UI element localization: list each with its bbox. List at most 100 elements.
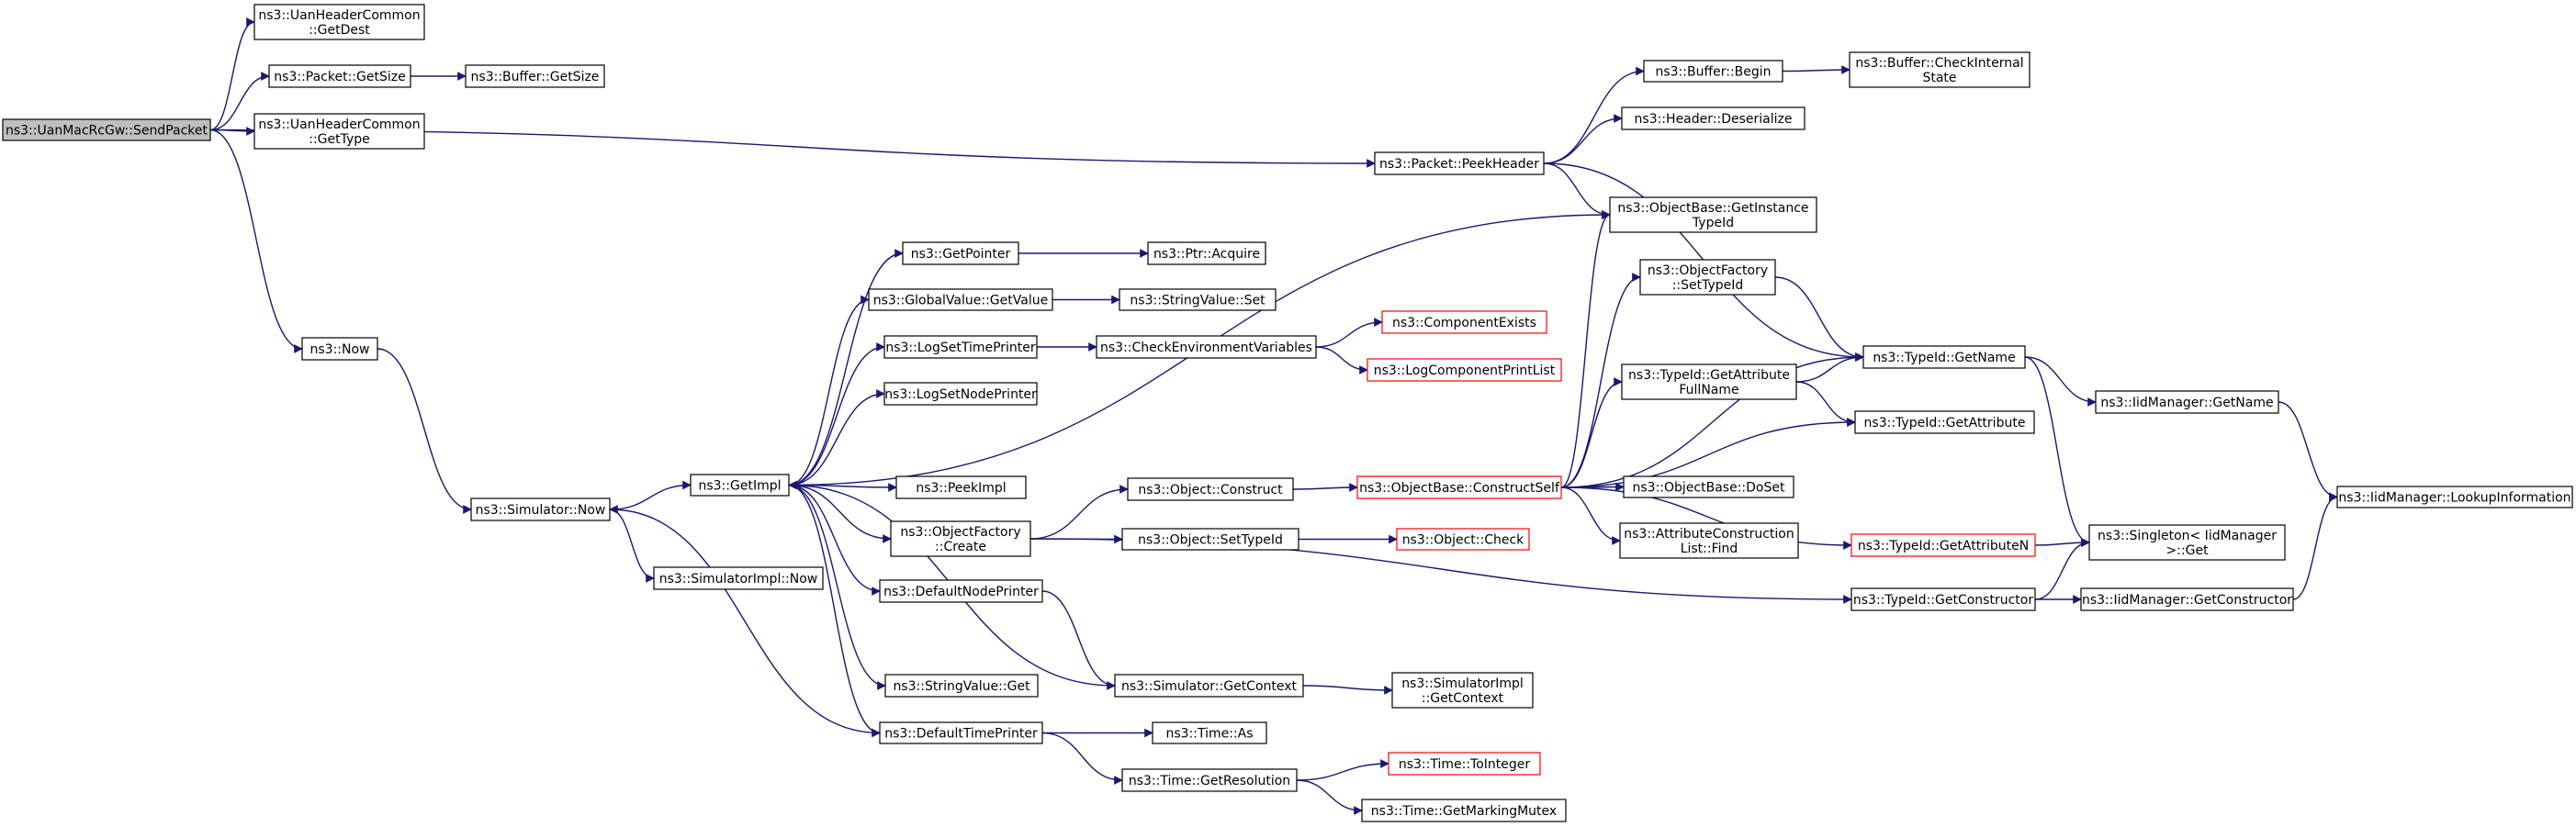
node-ptr-acquire[interactable]: ns3::Ptr::Acquire xyxy=(1147,241,1266,265)
node-label: ::GetDest xyxy=(309,23,370,38)
node-ob-doset[interactable]: ns3::ObjectBase::DoSet xyxy=(1623,475,1794,498)
edge-peekheader-to-buffer-begin xyxy=(1543,66,1645,164)
node-label: ns3::Simulator::Now xyxy=(476,503,606,518)
node-label: ns3::IidManager::GetConstructor xyxy=(2082,593,2292,608)
node-label: ns3::LogSetNodePrinter xyxy=(884,387,1037,402)
node-peekheader[interactable]: ns3::Packet::PeekHeader xyxy=(1374,151,1545,175)
node-label: ns3::TypeId::GetAttributeN xyxy=(1858,539,2029,553)
node-iid-lookupinfo[interactable]: ns3::IidManager::LookupInformation xyxy=(2336,486,2573,508)
node-label: ns3::UanHeaderCommon xyxy=(258,8,420,23)
node-label: ns3::ObjectFactory xyxy=(900,525,1020,540)
node-label: ns3::ObjectBase::ConstructSelf xyxy=(1359,481,1560,496)
node-label: ns3::Packet::PeekHeader xyxy=(1379,157,1539,172)
node-label: ns3::GetPointer xyxy=(911,247,1011,262)
node-box xyxy=(653,566,824,590)
node-logsettimeprinter[interactable]: ns3::LogSetTimePrinter xyxy=(883,335,1038,359)
node-logcomponentprintlist[interactable]: ns3::LogComponentPrintList xyxy=(1367,358,1562,382)
node-box xyxy=(868,288,1053,311)
node-label: List::Find xyxy=(1681,542,1738,556)
node-logsetnodeprinter[interactable]: ns3::LogSetNodePrinter xyxy=(883,382,1038,406)
node-defaultnodeprinter[interactable]: ns3::DefaultNodePrinter xyxy=(879,579,1043,603)
edge-checkenv-to-logcomponentprintlist xyxy=(1315,346,1368,374)
node-label: ns3::Header::Deserialize xyxy=(1635,112,1793,127)
node-gv-getvalue[interactable]: ns3::GlobalValue::GetValue xyxy=(868,288,1053,311)
node-simimpl-now[interactable]: ns3::SimulatorImpl::Now xyxy=(653,566,824,590)
node-box xyxy=(1381,310,1547,334)
node-getdest[interactable]: ns3::UanHeaderCommon::GetDest xyxy=(253,4,425,40)
node-obj-construct[interactable]: ns3::Object::Construct xyxy=(1127,477,1294,501)
node-time-tointeger[interactable]: ns3::Time::ToInteger xyxy=(1388,752,1541,776)
node-getpointer[interactable]: ns3::GetPointer xyxy=(902,241,1019,265)
node-box xyxy=(253,113,425,150)
edge-getimpl-to-logsetnodeprinter xyxy=(788,389,885,486)
edge-getimpl-to-getpointer xyxy=(788,249,904,486)
edge-getimpl-to-of-create xyxy=(788,484,892,543)
node-time-getresolution[interactable]: ns3::Time::GetResolution xyxy=(1121,768,1298,792)
node-label: ns3::SimulatorImpl xyxy=(1401,676,1524,691)
node-box xyxy=(268,64,411,88)
node-gettype[interactable]: ns3::UanHeaderCommon::GetType xyxy=(253,113,425,150)
node-label: ns3::DefaultNodePrinter xyxy=(883,585,1039,599)
node-label: ns3::Singleton< IidManager xyxy=(2098,529,2277,543)
node-constructself[interactable]: ns3::ObjectBase::ConstructSelf xyxy=(1356,475,1562,499)
node-tid-getname[interactable]: ns3::TypeId::GetName xyxy=(1862,345,2026,369)
node-label: ns3::Time::GetMarkingMutex xyxy=(1371,804,1557,819)
node-box xyxy=(1623,475,1794,498)
edge-constructself-to-getinstancetypeid xyxy=(1560,210,1611,488)
node-label: ns3::TypeId::GetAttribute xyxy=(1864,416,2026,430)
node-box xyxy=(1119,288,1277,311)
node-sim-getcontext[interactable]: ns3::Simulator::GetContext xyxy=(1114,674,1304,698)
node-box xyxy=(2095,390,2279,414)
edge-sendpacket-to-packet-getsize xyxy=(209,72,270,131)
node-tid-getconstructor[interactable]: ns3::TypeId::GetConstructor xyxy=(1850,587,2036,611)
node-label: ns3::PeekImpl xyxy=(916,481,1006,496)
node-checkenv[interactable]: ns3::CheckEnvironmentVariables xyxy=(1096,335,1317,359)
node-sv-get[interactable]: ns3::StringValue::Get xyxy=(884,674,1039,698)
node-label: ns3::TypeId::GetAttribute xyxy=(1628,368,1790,383)
edge-sim-now-to-simimpl-now xyxy=(609,508,655,583)
node-obj-settypeid[interactable]: ns3::Object::SetTypeId xyxy=(1121,528,1299,551)
node-sim-now[interactable]: ns3::Simulator::Now xyxy=(470,497,611,521)
edge-sendpacket-to-now xyxy=(209,129,303,353)
edge-time-getresolution-to-time-getmarkingmutex xyxy=(1296,779,1363,815)
node-buffer-begin[interactable]: ns3::Buffer::Begin xyxy=(1643,60,1783,83)
edge-constructself-to-acl-find xyxy=(1560,486,1621,545)
node-componentexists[interactable]: ns3::ComponentExists xyxy=(1381,310,1547,334)
node-tid-getattribute[interactable]: ns3::TypeId::GetAttribute xyxy=(1854,410,2035,434)
node-of-create[interactable]: ns3::ObjectFactory::Create xyxy=(890,520,1031,557)
node-box xyxy=(1391,672,1534,709)
node-box xyxy=(470,497,611,521)
node-header-deserialize[interactable]: ns3::Header::Deserialize xyxy=(1621,106,1805,130)
node-getimpl[interactable]: ns3::GetImpl xyxy=(690,474,790,497)
node-singleton-get[interactable]: ns3::Singleton< IidManager >::Get xyxy=(2088,524,2286,561)
node-label: ns3::IidManager::GetName xyxy=(2100,396,2273,410)
edge-checkenv-to-componentexists xyxy=(1315,318,1383,348)
node-now[interactable]: ns3::Now xyxy=(301,337,378,361)
node-iid-getname[interactable]: ns3::IidManager::GetName xyxy=(2095,390,2279,414)
node-of-settypeid[interactable]: ns3::ObjectFactory::SetTypeId xyxy=(1639,259,1776,296)
node-packet-getsize[interactable]: ns3::Packet::GetSize xyxy=(268,64,411,88)
edge-tid-getattrfullname-to-tid-getattribute xyxy=(1795,381,1856,427)
node-label: ns3::StringValue::Set xyxy=(1130,294,1266,308)
edge-sendpacket-to-getdest xyxy=(209,17,255,131)
node-label: TypeId xyxy=(1692,216,1734,230)
edge-getimpl-to-gv-getvalue xyxy=(788,295,870,486)
node-time-as[interactable]: ns3::Time::As xyxy=(1152,721,1267,744)
node-label: ns3::Time::GetResolution xyxy=(1129,774,1290,788)
edge-constructself-to-of-settypeid xyxy=(1560,273,1641,488)
node-peekimpl[interactable]: ns3::PeekImpl xyxy=(895,475,1027,499)
node-sv-set[interactable]: ns3::StringValue::Set xyxy=(1119,288,1277,311)
node-buffer-getsize[interactable]: ns3::Buffer::GetSize xyxy=(465,64,605,88)
node-obj-check[interactable]: ns3::Object::Check xyxy=(1396,528,1530,551)
node-time-getmarkingmutex[interactable]: ns3::Time::GetMarkingMutex xyxy=(1361,799,1567,822)
node-simimpl-getcontext[interactable]: ns3::SimulatorImpl::GetContext xyxy=(1391,672,1534,709)
node-label: ns3::Time::ToInteger xyxy=(1399,757,1531,772)
node-tid-getattributen[interactable]: ns3::TypeId::GetAttributeN xyxy=(1850,533,2036,557)
node-defaulttimeprinter[interactable]: ns3::DefaultTimePrinter xyxy=(879,721,1043,744)
node-iid-getconstructor[interactable]: ns3::IidManager::GetConstructor xyxy=(2080,587,2294,611)
node-box xyxy=(1361,799,1567,822)
